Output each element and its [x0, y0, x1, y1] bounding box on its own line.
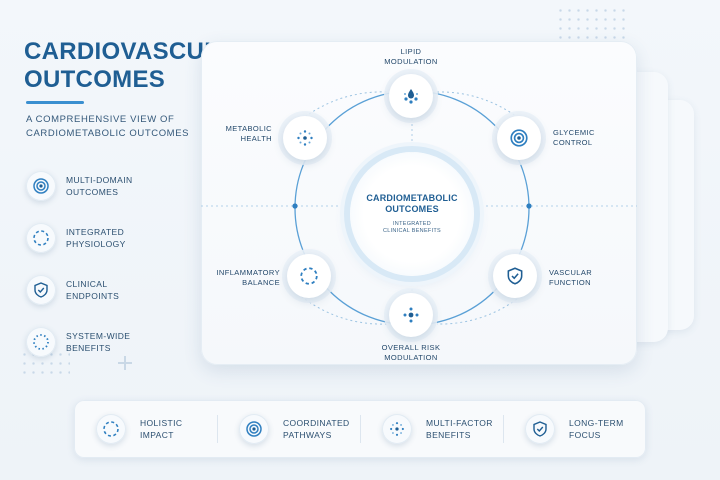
dotted-ring-icon	[26, 327, 56, 357]
target-icon	[26, 171, 56, 201]
node-glycemic-control	[497, 116, 541, 160]
plus-icon	[118, 356, 132, 370]
node-lipid-modulation	[389, 74, 433, 118]
node-vascular-function	[493, 254, 537, 298]
dashed-circle-icon	[300, 267, 318, 285]
shield-check-icon	[26, 275, 56, 305]
shield-check-icon	[507, 267, 523, 285]
title-underline	[26, 101, 84, 104]
node-metabolic-health	[283, 116, 327, 160]
network-icon	[382, 414, 412, 444]
network-icon	[297, 130, 313, 146]
shield-check-icon	[525, 414, 555, 444]
decorative-dot-grid	[556, 6, 626, 46]
node-overall-risk	[389, 293, 433, 337]
dashed-circle-icon	[26, 223, 56, 253]
target-icon	[239, 414, 269, 444]
droplet-cluster-icon	[404, 89, 418, 104]
dashed-circle-icon	[96, 414, 126, 444]
node-inflammatory-balance	[287, 254, 331, 298]
page-subtitle: A COMPREHENSIVE VIEW OF CARDIOMETABOLIC …	[26, 114, 190, 139]
dot-cluster-icon	[403, 307, 419, 323]
target-icon	[510, 129, 528, 147]
